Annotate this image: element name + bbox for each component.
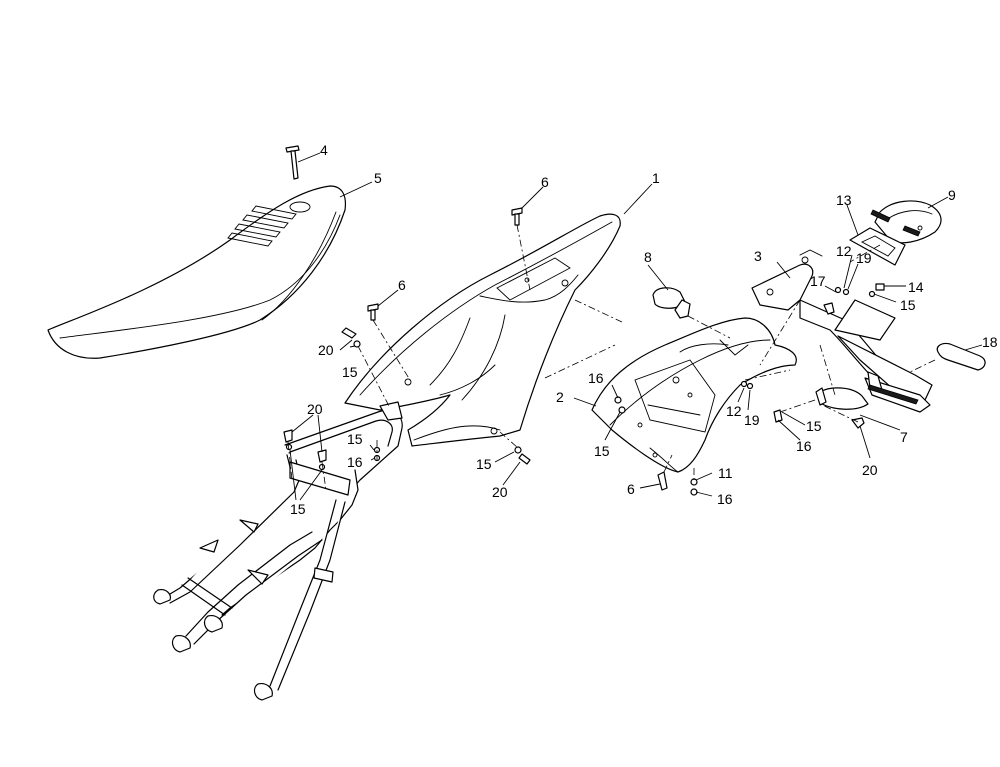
callout-20-c: 20 xyxy=(492,484,508,500)
reflector[interactable] xyxy=(936,342,986,371)
callout-17: 17 xyxy=(810,273,826,289)
seat-screw[interactable] xyxy=(285,145,300,180)
callout-13: 13 xyxy=(836,192,852,208)
callout-15-b: 15 xyxy=(347,431,363,447)
callout-15-d: 15 xyxy=(476,456,492,472)
callout-labels: 1 2 3 4 5 6 6 6 7 8 9 11 12 12 13 14 15 … xyxy=(290,142,998,517)
callout-15-f: 15 xyxy=(806,418,822,434)
callout-16-d: 16 xyxy=(717,491,733,507)
callout-7: 7 xyxy=(900,429,908,445)
callout-15-e: 15 xyxy=(594,443,610,459)
callout-16-c: 16 xyxy=(796,438,812,454)
plate-bracket[interactable] xyxy=(751,249,933,413)
callout-20-d: 20 xyxy=(862,462,878,478)
callout-15-a: 15 xyxy=(342,364,358,380)
callout-1: 1 xyxy=(652,170,660,186)
callout-18: 18 xyxy=(982,334,998,350)
callout-6-tail-cover: 6 xyxy=(541,174,549,190)
callout-2: 2 xyxy=(556,389,564,405)
callout-19-upper: 19 xyxy=(856,250,872,266)
callout-16-b: 16 xyxy=(588,370,604,386)
callout-3: 3 xyxy=(754,248,762,264)
callout-12-lower: 12 xyxy=(726,403,742,419)
callout-19-lower: 19 xyxy=(744,412,760,428)
assembly-lines xyxy=(287,224,936,491)
callout-12-upper: 12 xyxy=(836,243,852,259)
tail-light[interactable] xyxy=(870,200,942,244)
seat[interactable] xyxy=(47,185,347,359)
inner-mudguard[interactable] xyxy=(591,317,797,473)
tail-cover[interactable] xyxy=(344,213,621,447)
callout-20-b: 20 xyxy=(307,401,323,417)
callout-14: 14 xyxy=(908,279,924,295)
callout-16-a: 16 xyxy=(347,454,363,470)
turn-signal-left[interactable] xyxy=(652,287,691,319)
callout-6-mudguard: 6 xyxy=(627,481,635,497)
rear-subframe[interactable] xyxy=(153,401,403,701)
callout-11: 11 xyxy=(718,465,733,481)
callout-4: 4 xyxy=(320,142,328,158)
callout-5: 5 xyxy=(374,170,382,186)
callout-6-subframe: 6 xyxy=(398,277,406,293)
callout-20-a: 20 xyxy=(318,342,334,358)
leader-lines xyxy=(289,152,983,501)
callout-8: 8 xyxy=(644,249,652,265)
seat-grip-stripes xyxy=(227,205,297,247)
callout-15-g: 15 xyxy=(900,297,916,313)
callout-15-c: 15 xyxy=(290,501,306,517)
turn-signal-right[interactable] xyxy=(815,387,869,410)
callout-9: 9 xyxy=(948,187,956,203)
fasteners xyxy=(283,207,885,496)
